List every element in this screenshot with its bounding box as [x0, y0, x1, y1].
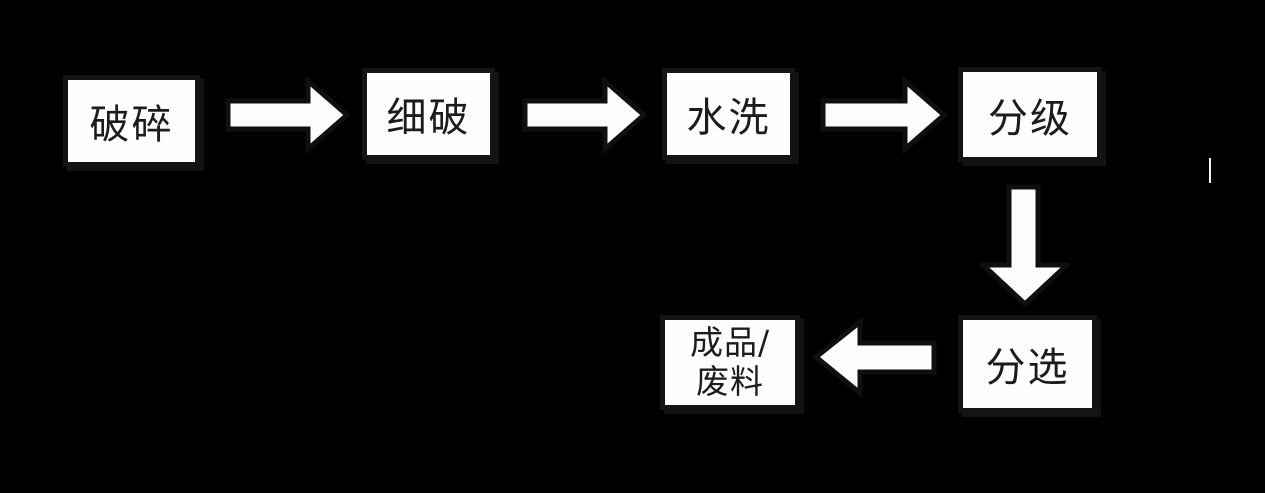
flow-node-crush: 破碎 — [63, 75, 200, 167]
arrow-wash-to-classify-right-icon — [820, 76, 947, 154]
flow-node-output-label: 成品/ 废料 — [689, 322, 771, 402]
flow-node-output: 成品/ 废料 — [660, 315, 800, 410]
flow-node-sort: 分选 — [958, 315, 1097, 413]
stray-mark — [1209, 158, 1211, 183]
flow-node-wash: 水洗 — [662, 68, 795, 160]
flow-node-classify-label: 分级 — [988, 95, 1072, 142]
arrow-classify-to-sort-down-icon — [980, 184, 1070, 307]
flow-node-output-label-line1: 成品/ — [689, 322, 771, 362]
arrow-sort-to-output-left-icon — [813, 317, 937, 398]
flow-node-fine-crush-label: 细破 — [386, 95, 471, 141]
flow-node-output-label-line2: 废料 — [696, 361, 764, 401]
flow-node-fine-crush: 细破 — [362, 68, 495, 160]
arrow-fine-crush-to-wash-right-icon — [522, 76, 647, 154]
flow-node-wash-label: 水洗 — [686, 95, 771, 141]
arrow-crush-to-fine-crush-right-icon — [225, 76, 350, 154]
flow-node-sort-label: 分选 — [985, 345, 1070, 391]
flow-node-classify: 分级 — [958, 67, 1102, 162]
flow-node-crush-label: 破碎 — [89, 102, 174, 148]
